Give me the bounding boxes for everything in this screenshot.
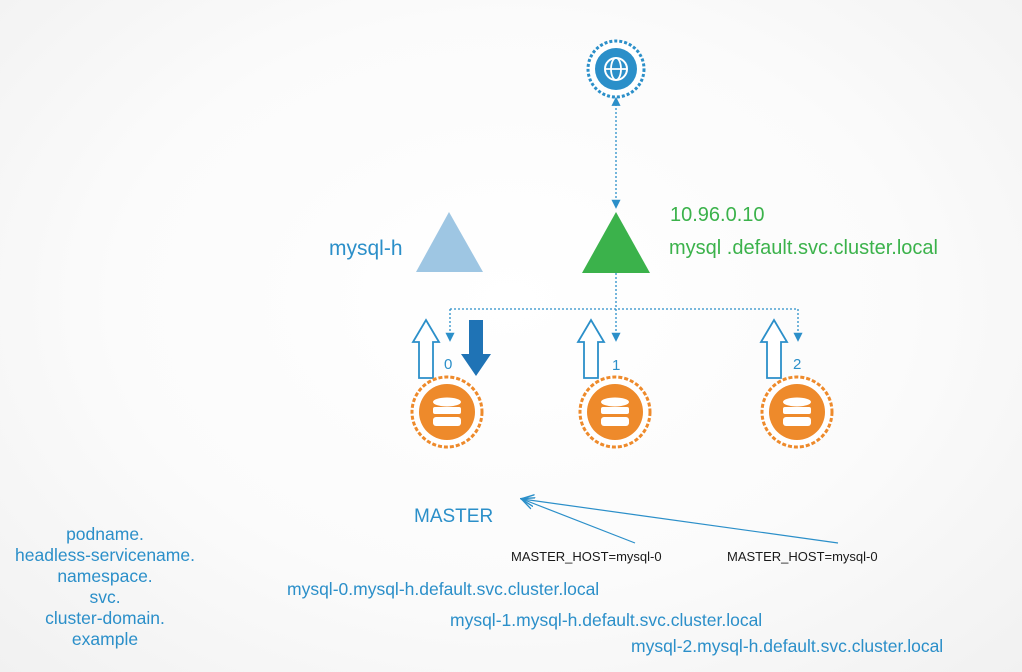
dns-format-part: namespace.: [57, 566, 153, 586]
cluster-service-triangle: [582, 212, 650, 273]
dns-format-part: cluster-domain.: [45, 608, 165, 628]
dns-format-legend: podname. headless-servicename. namespace…: [0, 524, 210, 650]
env-var-replica-2: MASTER_HOST=mysql-0: [727, 549, 878, 564]
cluster-service-ip: 10.96.0.10: [670, 204, 765, 226]
globe-icon: [586, 39, 646, 99]
headless-service-name: mysql-h: [329, 237, 403, 260]
read-arrow-0: [411, 318, 441, 379]
cluster-service-dns: mysql .default.svc.cluster.local: [669, 237, 938, 259]
dns-format-part: example: [71, 629, 139, 649]
master-label: MASTER: [414, 506, 494, 527]
pod-ordinal-1: 1: [612, 357, 621, 374]
database-icon: [760, 375, 834, 449]
database-icon: [578, 375, 652, 449]
headless-service-triangle: [416, 212, 483, 272]
pod-dns-1: mysql-1.mysql-h.default.svc.cluster.loca…: [450, 610, 763, 630]
replica-1-to-master-arrow: [522, 499, 636, 544]
database-icon: [410, 375, 484, 449]
service-to-pods-links: [445, 273, 803, 342]
pod-ordinal-0: 0: [444, 356, 453, 373]
dns-format-part: svc.: [89, 587, 121, 607]
pod-ordinal-2: 2: [793, 356, 802, 373]
dns-format-part: headless-servicename.: [15, 545, 195, 565]
pod-dns-0: mysql-0.mysql-h.default.svc.cluster.loca…: [287, 579, 600, 599]
write-arrow-0: [461, 320, 491, 376]
env-var-replica-1: MASTER_HOST=mysql-0: [511, 549, 662, 564]
dns-format-part: podname.: [66, 524, 144, 544]
replica-2-to-master-arrow: [522, 499, 839, 544]
read-arrow-1: [576, 318, 606, 379]
pod-dns-2: mysql-2.mysql-h.default.svc.cluster.loca…: [631, 636, 944, 656]
read-arrow-2: [759, 318, 789, 379]
